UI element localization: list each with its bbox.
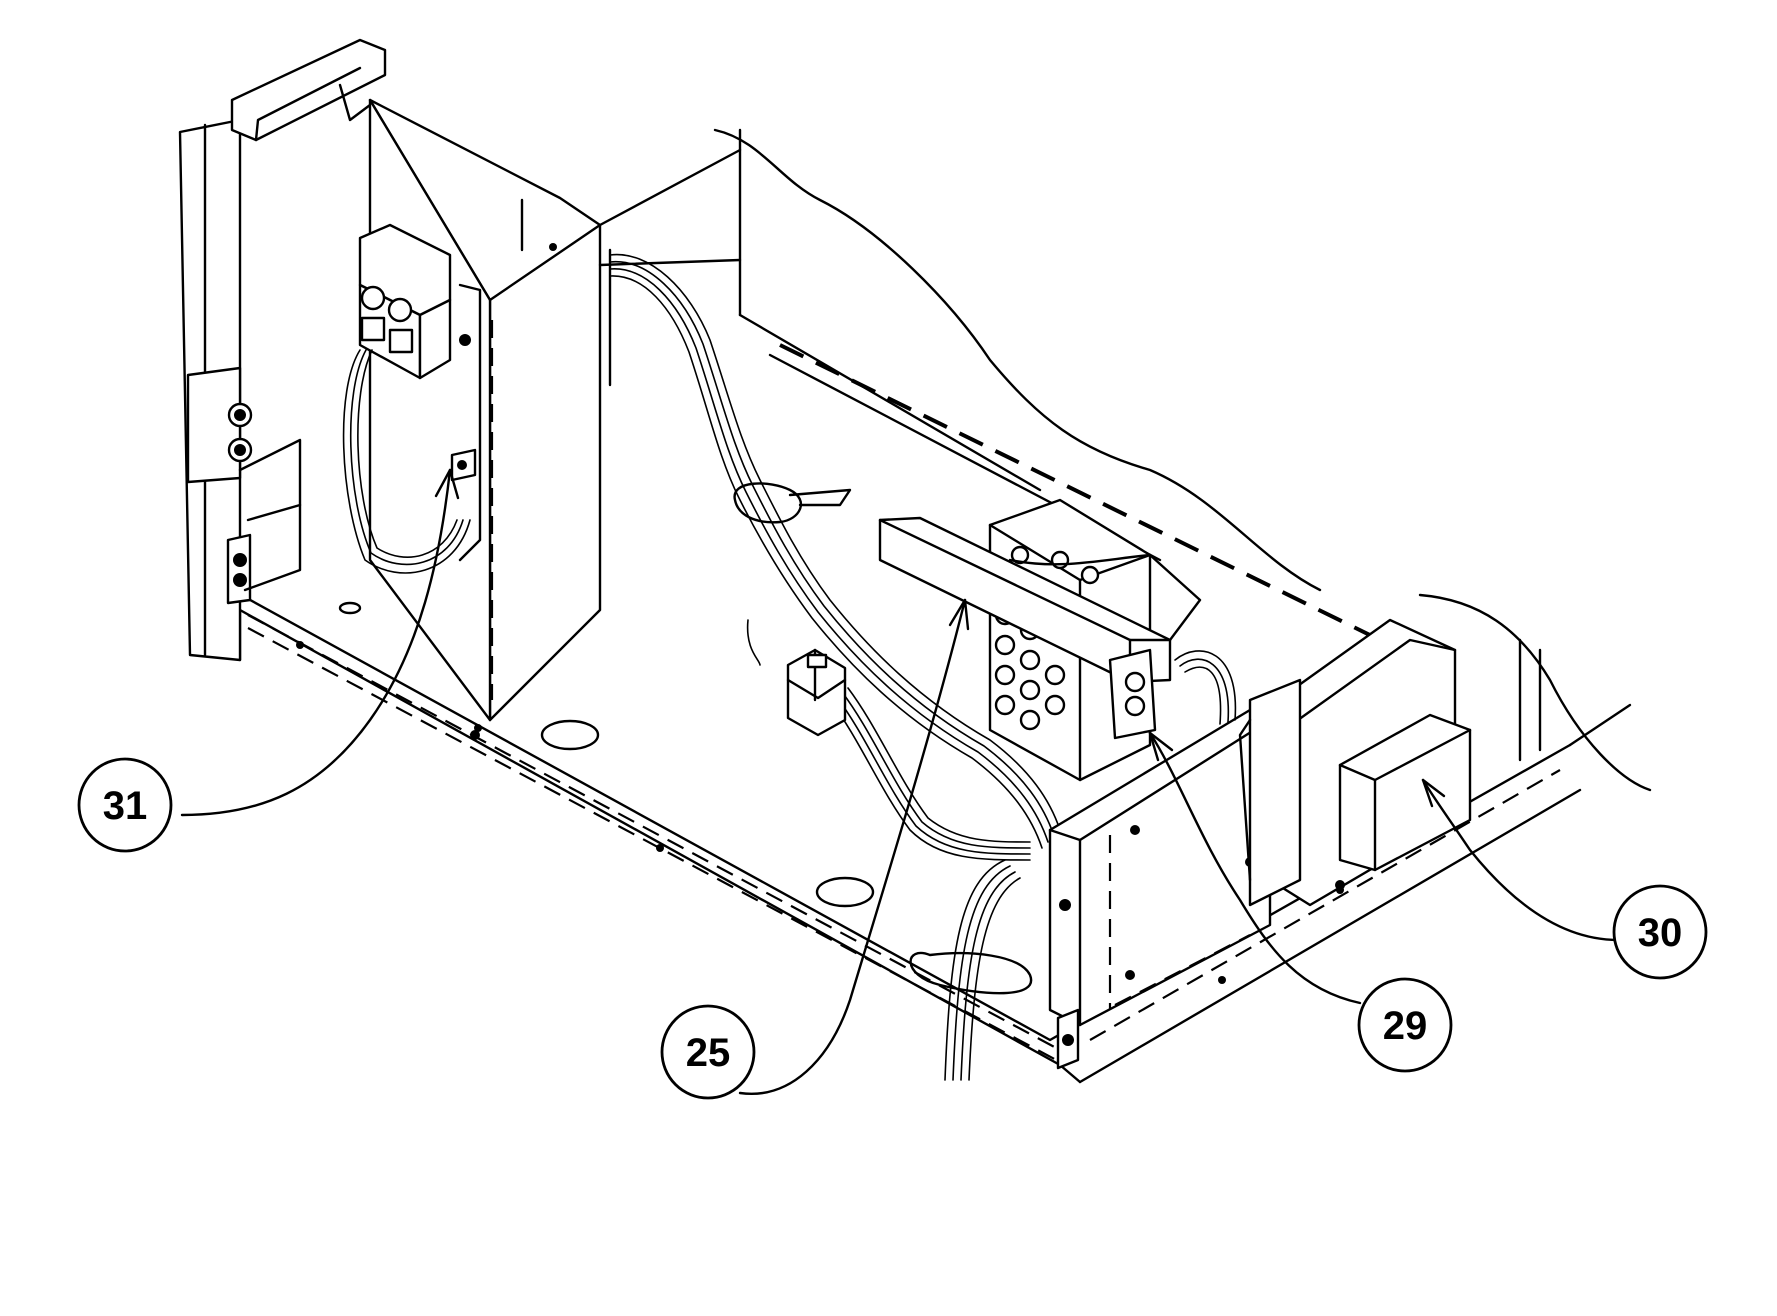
callout-30: 30 bbox=[1612, 884, 1708, 980]
floor-hole-icon bbox=[815, 876, 875, 908]
wire-harness bbox=[609, 253, 1061, 1081]
callout-25: 25 bbox=[660, 1004, 756, 1100]
transformer bbox=[1238, 618, 1472, 907]
control-box-left bbox=[342, 98, 602, 740]
junction-box-center bbox=[878, 498, 1202, 782]
callout-29: 29 bbox=[1357, 977, 1453, 1073]
callout-label: 30 bbox=[1638, 911, 1683, 955]
callout-label: 29 bbox=[1383, 1004, 1428, 1048]
floor-hole-icon bbox=[540, 719, 600, 751]
callout-31: 31 bbox=[77, 757, 173, 853]
left-wall bbox=[178, 38, 387, 662]
callout-label: 25 bbox=[686, 1031, 731, 1075]
right-bracket-plate bbox=[1048, 650, 1272, 1070]
callout-label: 31 bbox=[103, 784, 148, 828]
leader-lines bbox=[180, 468, 1620, 1095]
